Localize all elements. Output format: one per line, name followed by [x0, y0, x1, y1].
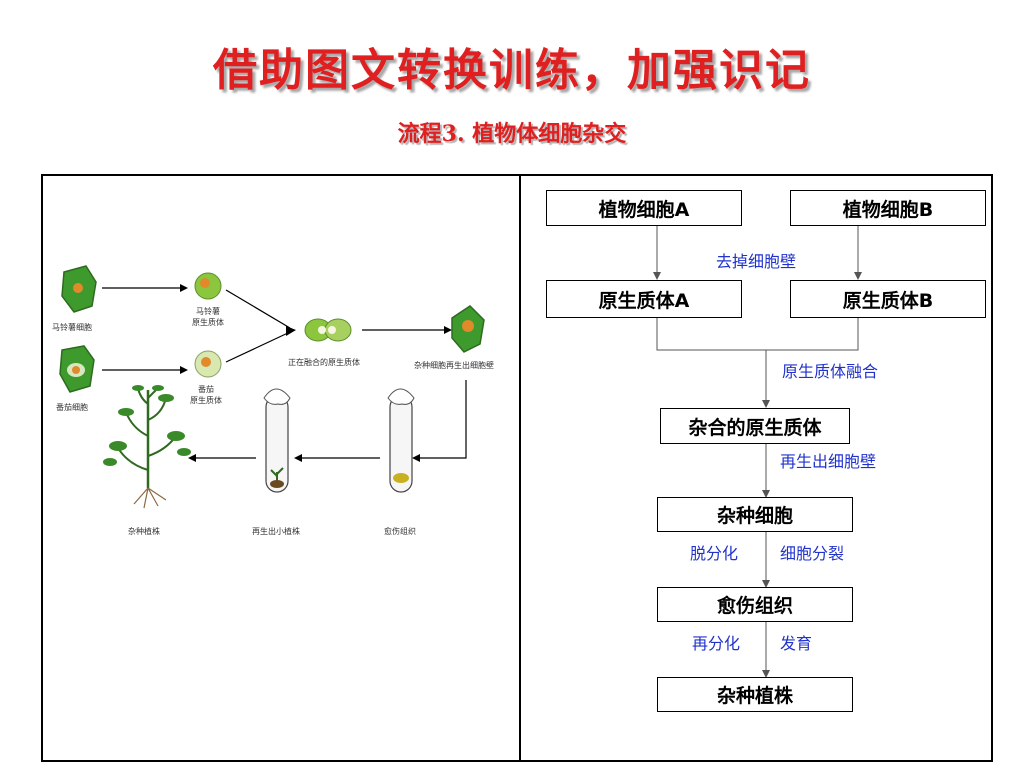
potato-protoplast-icon [194, 272, 222, 300]
box-fused-protoplast: 杂合的原生质体 [660, 408, 850, 444]
label-redifferentiation: 再分化 [692, 634, 741, 653]
label-fusion: 原生质体融合 [782, 362, 879, 381]
box-hybrid-cell: 杂种细胞 [657, 497, 853, 532]
label-potato-protoplast: 马铃薯 原生质体 [192, 307, 224, 327]
content-frame [41, 174, 993, 762]
hybrid-cell-icon [451, 305, 485, 353]
label-dedifferentiation: 脱分化 [690, 544, 739, 563]
arrow-merge-bottom [225, 331, 291, 363]
hybrid-plant-icon [103, 385, 191, 509]
panel-divider [519, 174, 521, 762]
fusing-protoplast-icon [304, 318, 352, 342]
potato-cell-icon [61, 265, 97, 313]
label-development: 发育 [780, 634, 813, 653]
label-fusing: 正在融合的原生质体 [288, 358, 360, 367]
tomato-protoplast-icon [194, 350, 222, 378]
box-hybrid-plant: 杂种植株 [657, 677, 853, 712]
label-tomato-protoplast: 番茄 原生质体 [190, 385, 222, 405]
arrow-down-right [420, 380, 467, 459]
label-potato-cell: 马铃薯细胞 [52, 323, 92, 332]
tomato-cell-icon [59, 345, 95, 393]
label-regen-plant: 再生出小植株 [252, 527, 300, 536]
box-cell-a: 植物细胞A [546, 190, 742, 226]
callus-tube-icon [387, 388, 415, 493]
page-subtitle: 流程3. 植物体细胞杂交 [397, 121, 627, 147]
page-title: 借助图文转换训练，加强识记 [213, 45, 811, 96]
box-callus: 愈伤组织 [657, 587, 853, 622]
box-protoplast-a: 原生质体A [546, 280, 742, 318]
label-hybrid-wall: 杂种细胞再生出细胞壁 [414, 361, 494, 370]
label-tomato-cell: 番茄细胞 [56, 403, 88, 412]
label-remove-wall: 去掉细胞壁 [716, 252, 797, 271]
label-callus: 愈伤组织 [384, 527, 416, 536]
plantlet-tube-icon [263, 388, 291, 493]
arrow-merge-top [225, 289, 291, 329]
box-protoplast-b: 原生质体B [790, 280, 986, 318]
box-cell-b: 植物细胞B [790, 190, 986, 226]
label-regen-wall: 再生出细胞壁 [780, 452, 877, 471]
label-cell-division: 细胞分裂 [780, 544, 845, 563]
label-hybrid-plant: 杂种植株 [128, 527, 160, 536]
